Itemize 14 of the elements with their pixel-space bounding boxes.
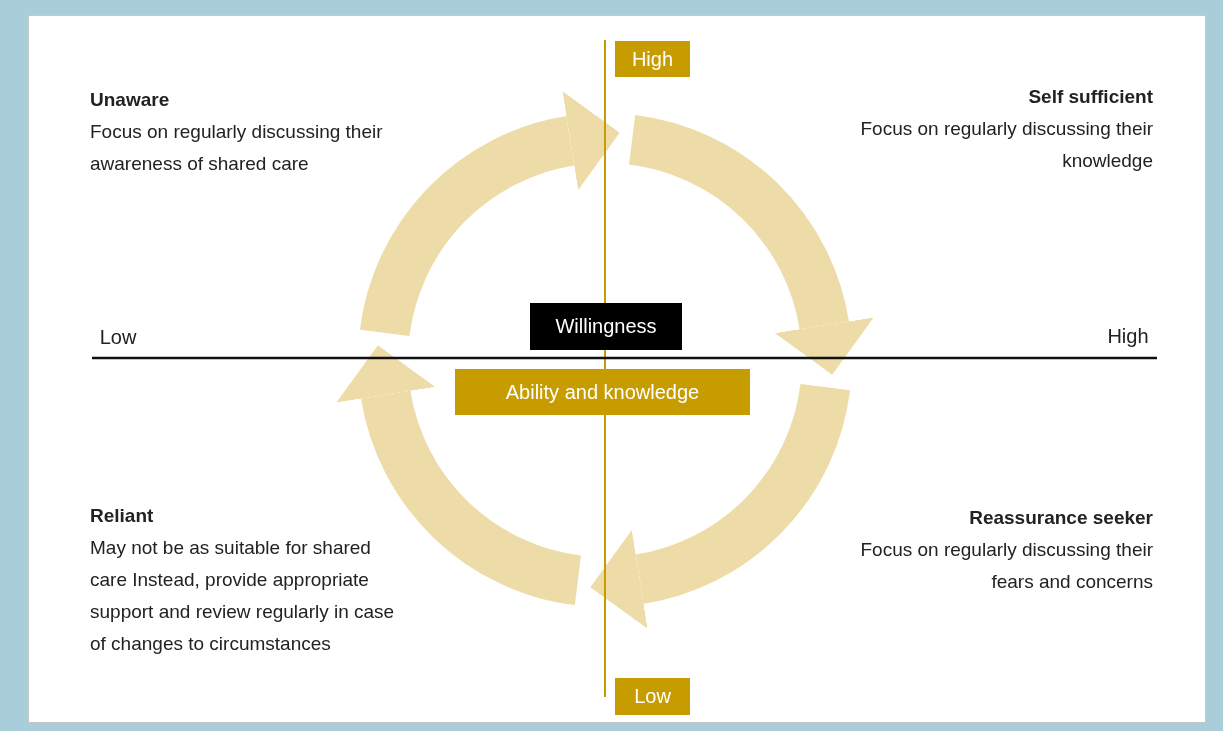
axis-end-label: High xyxy=(615,41,690,77)
axis-end-label: High xyxy=(1106,324,1150,349)
quadrant-heading: Reliant xyxy=(90,504,155,528)
axis-end-label: Low xyxy=(615,678,690,715)
axis-end-label: Low xyxy=(98,325,138,350)
axis-title: Willingness xyxy=(530,303,682,350)
quadrant-heading: Reassurance seeker xyxy=(968,506,1153,530)
quadrant-description: Focus on regularly discussing their fears and concerns xyxy=(859,538,1153,594)
quadrant-description: Focus on regularly discussing their knowledge xyxy=(859,117,1153,173)
axis-title: Ability and knowledge xyxy=(455,369,750,415)
quadrant-description: Focus on regularly discussing their awareness of shared care xyxy=(90,120,384,176)
quadrant-description: May not be as suitable for shared care Instead, provide appropriate support and review regularly in case of changes to circumstances xyxy=(90,536,396,656)
quadrant-heading: Self sufficient xyxy=(1027,85,1153,109)
quadrant-heading: Unaware xyxy=(90,88,171,112)
